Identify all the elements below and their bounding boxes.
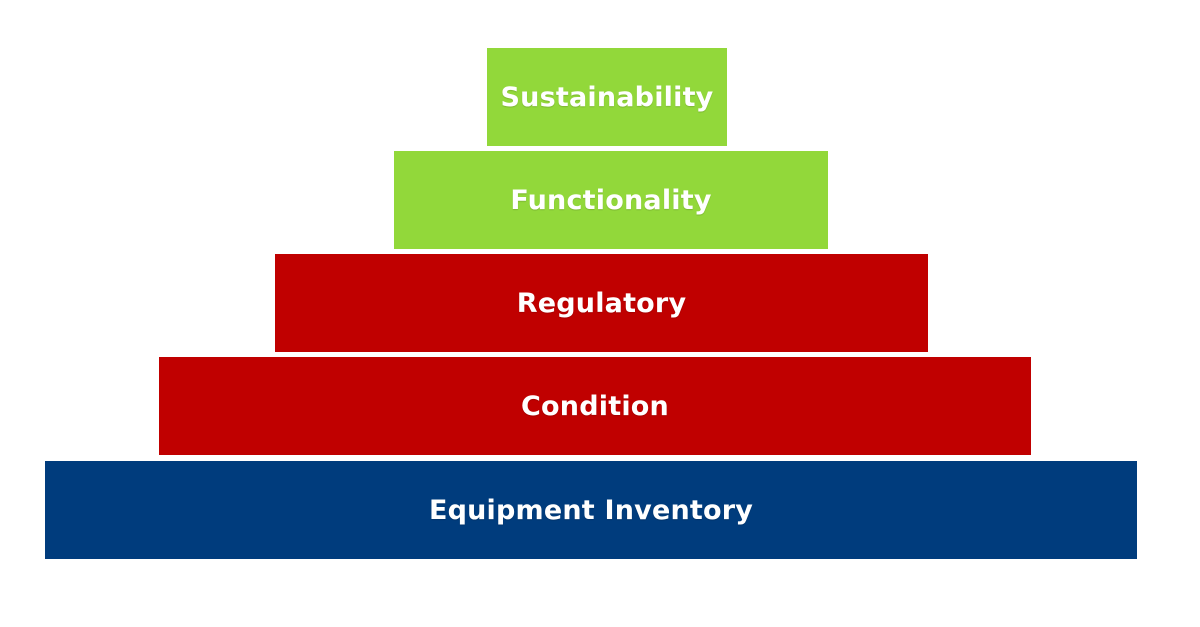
tier-label: Functionality xyxy=(510,184,712,216)
tier-label: Equipment Inventory xyxy=(428,494,754,526)
tier-condition: Condition xyxy=(159,357,1031,455)
tier-sustainability: Sustainability xyxy=(487,48,727,146)
tier-label: Condition xyxy=(521,390,669,422)
tier-regulatory: Regulatory xyxy=(275,254,928,352)
tier-equipment-inventory: Equipment Inventory xyxy=(45,461,1137,559)
tier-functionality: Functionality xyxy=(394,151,828,249)
tier-label: Sustainability xyxy=(500,81,714,113)
tier-label: Regulatory xyxy=(516,287,687,319)
